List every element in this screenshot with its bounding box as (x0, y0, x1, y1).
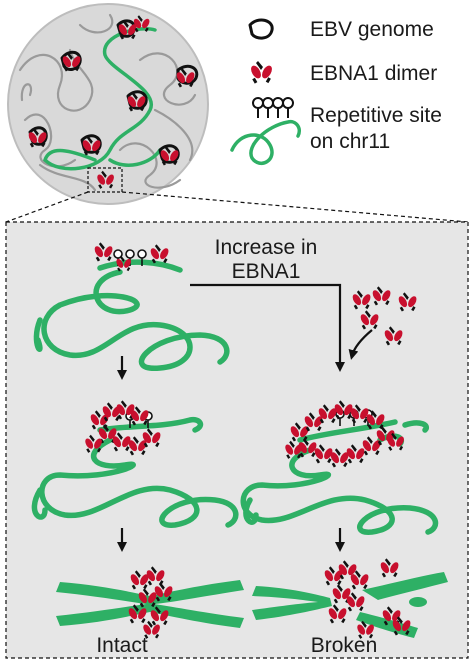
detail-panel: Increase in EBNA1 (5, 221, 469, 659)
zoom-connector (5, 191, 469, 223)
ebv-genome-legend-icon (248, 18, 274, 40)
broken-chromosome (252, 558, 448, 639)
ebna1-dimer-legend-icon (249, 61, 274, 84)
increase-label-line1: Increase in (215, 236, 318, 259)
initial-state (33, 242, 230, 371)
broken-label: Broken (311, 634, 378, 657)
repetitive-site-label-line2: on chr11 (310, 130, 390, 153)
increase-arrow (190, 283, 345, 372)
repetitive-site-label-line1: Repetitive site (310, 104, 442, 127)
free-ebna1-dimers (348, 286, 419, 360)
bound-cluster-right (240, 400, 439, 535)
repetitive-site-legend-icon (230, 97, 301, 165)
ebv-genome-label: EBV genome (310, 18, 434, 41)
legend: EBV genome EBNA1 dimer Repetitive site o… (230, 18, 442, 165)
intact-chromosome (56, 566, 244, 639)
increase-label-line2: EBNA1 (232, 260, 301, 283)
nucleus (7, 3, 209, 205)
bound-cluster-left (31, 400, 239, 528)
ebna1-dimer-label: EBNA1 dimer (310, 62, 437, 85)
intact-label: Intact (96, 634, 148, 657)
